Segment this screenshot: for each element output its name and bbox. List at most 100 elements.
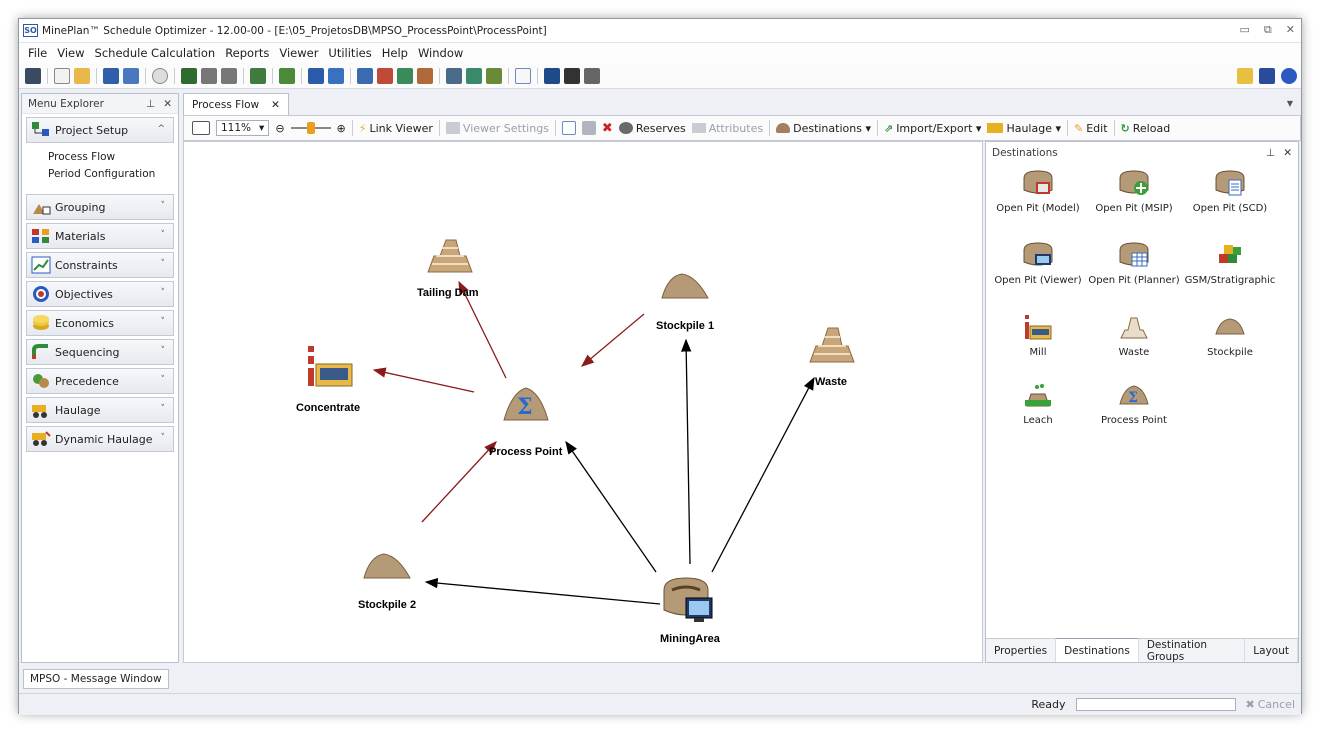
nav-haulage[interactable]: Haulage ˅ [26,397,174,423]
link-process-flow[interactable]: Process Flow [48,151,116,163]
run-schedule-icon[interactable] [181,67,197,84]
monitor-icon[interactable] [544,67,560,84]
haulage-button[interactable]: Haulage ▾ [987,122,1061,135]
tab-process-flow[interactable]: Process Flow ✕ [183,93,289,115]
nav-constraints[interactable]: Constraints ˅ [26,252,174,278]
edge-stockpile1-to-pp[interactable] [581,313,645,367]
edge-mining-to-waste[interactable] [711,376,815,573]
reload-button[interactable]: ↻Reload [1121,122,1171,135]
dest-open-pit-scd[interactable]: Open Pit (SCD) [1182,170,1278,214]
document-icon[interactable] [515,67,531,84]
image-icon[interactable] [446,67,462,84]
dest-gsm-stratigraphic[interactable]: GSM/Stratigraphic [1182,242,1278,286]
cancel-button[interactable]: ✖ Cancel [1246,698,1295,711]
report-icon[interactable] [250,67,266,84]
dest-mill[interactable]: Mill [990,314,1086,358]
run-schedule-2-icon[interactable] [201,67,217,84]
nav-materials[interactable]: Materials ˅ [26,223,174,249]
nav-economics[interactable]: Economics ˅ [26,310,174,336]
import-export-button[interactable]: ⇗Import/Export ▾ [884,122,981,135]
paste-icon[interactable] [581,121,596,135]
menu-help[interactable]: Help [381,46,408,60]
nav-grouping[interactable]: Grouping ˅ [26,194,174,220]
mill-icon[interactable] [308,346,353,387]
tab-destinations[interactable]: Destinations [1056,638,1139,662]
folder-icon[interactable] [1237,68,1253,84]
nav-sequencing[interactable]: Sequencing ˅ [26,339,174,365]
edge-stockpile2-to-pp[interactable] [421,441,497,523]
tab-overflow-icon[interactable]: ▼ [1286,99,1293,108]
edge-mining-to-stockpile1[interactable] [681,338,692,565]
tailing-dam-icon[interactable] [427,239,473,273]
menu-view[interactable]: View [57,46,85,60]
link-period-configuration[interactable]: Period Configuration [48,168,156,180]
nav-precedence[interactable]: Precedence ˅ [26,368,174,394]
run-schedule-3-icon[interactable] [221,67,237,84]
tab-layout[interactable]: Layout [1245,639,1298,662]
reserves-button[interactable]: Reserves [618,122,686,135]
close-panel-icon[interactable]: ✕ [1283,147,1292,159]
link-viewer-button[interactable]: ⚡Link Viewer [359,122,433,135]
menu-viewer[interactable]: Viewer [279,46,319,60]
close-panel-icon[interactable]: ✕ [163,97,172,110]
close-window-button[interactable]: ✕ [1285,23,1295,36]
book-icon[interactable] [308,67,324,84]
clapper-icon[interactable] [564,67,580,84]
pin-icon[interactable]: ⊥ [146,97,156,110]
dest-open-pit-planner[interactable]: Open Pit (Planner) [1086,242,1182,286]
edge-mining-to-stockpile2[interactable] [424,577,661,605]
chart-icon[interactable] [357,67,373,84]
process-flow-canvas[interactable]: Σ Tailing Dam Stockpile 1 Waste Concentr… [183,141,983,663]
destinations-button[interactable]: Destinations ▾ [776,122,871,135]
export-chart-icon[interactable] [377,67,393,84]
dest-waste[interactable]: Waste [1086,314,1182,358]
viewer-icon[interactable] [584,67,600,84]
report-2-icon[interactable] [417,67,433,84]
menu-window[interactable]: Window [417,46,464,60]
save-icon[interactable] [103,67,119,84]
menu-utilities[interactable]: Utilities [328,46,372,60]
process-point-icon[interactable]: Σ [503,387,549,421]
restore-button[interactable]: ⧉ [1263,23,1272,36]
dest-open-pit-model[interactable]: Open Pit (Model) [990,170,1086,214]
mining-area-icon[interactable] [663,577,713,622]
delete-icon[interactable]: ✖ [601,120,613,136]
tab-message-window[interactable]: MPSO - Message Window [23,669,169,689]
dest-open-pit-viewer[interactable]: Open Pit (Viewer) [990,242,1086,286]
open-folder-icon[interactable] [74,67,90,84]
dest-process-point[interactable]: Σ Process Point [1086,382,1182,426]
nav-project-setup[interactable]: Project Setup ^ [26,117,174,143]
select-mode-icon[interactable] [192,121,210,135]
tab-destination-groups[interactable]: Destination Groups [1139,639,1246,663]
table-icon[interactable] [328,67,344,84]
dest-leach[interactable]: Leach [990,382,1086,426]
tab-properties[interactable]: Properties [986,639,1057,662]
minimize-button[interactable]: ▭ [1239,23,1250,36]
help-icon[interactable] [1281,68,1297,84]
dest-open-pit-msip[interactable]: Open Pit (MSIP) [1086,170,1182,214]
edge-mining-to-pp[interactable] [565,440,657,573]
stockpile-1-icon[interactable] [661,273,709,299]
waste-icon[interactable] [809,327,855,363]
database-icon[interactable] [279,67,295,84]
stockpile-2-icon[interactable] [363,553,411,579]
image-2-icon[interactable] [466,67,482,84]
dest-stockpile[interactable]: Stockpile [1182,314,1278,358]
edge-pp-to-tailing[interactable] [458,280,507,379]
new-file-icon[interactable] [54,67,70,84]
settings-gear-icon[interactable] [152,67,168,84]
pin-icon[interactable]: ⊥ [1266,147,1276,159]
export-icon[interactable] [486,67,502,84]
zoom-out-icon[interactable]: ⊖ [275,121,285,135]
info-icon[interactable] [1259,68,1275,84]
copy-icon[interactable] [561,121,576,135]
save-as-icon[interactable] [123,67,139,84]
zoom-in-icon[interactable]: ⊕ [336,121,346,135]
nav-dynamic-haulage[interactable]: Dynamic Haulage ˅ [26,426,174,452]
close-tab-icon[interactable]: ✕ [271,98,280,111]
zoom-select[interactable]: 111% ▾ [216,120,270,136]
edge-pp-to-concentrate[interactable] [372,367,475,393]
attributes-button[interactable]: Attributes [691,122,763,135]
panel-toggle-icon[interactable] [25,67,41,84]
menu-schedule-calculation[interactable]: Schedule Calculation [94,46,216,60]
